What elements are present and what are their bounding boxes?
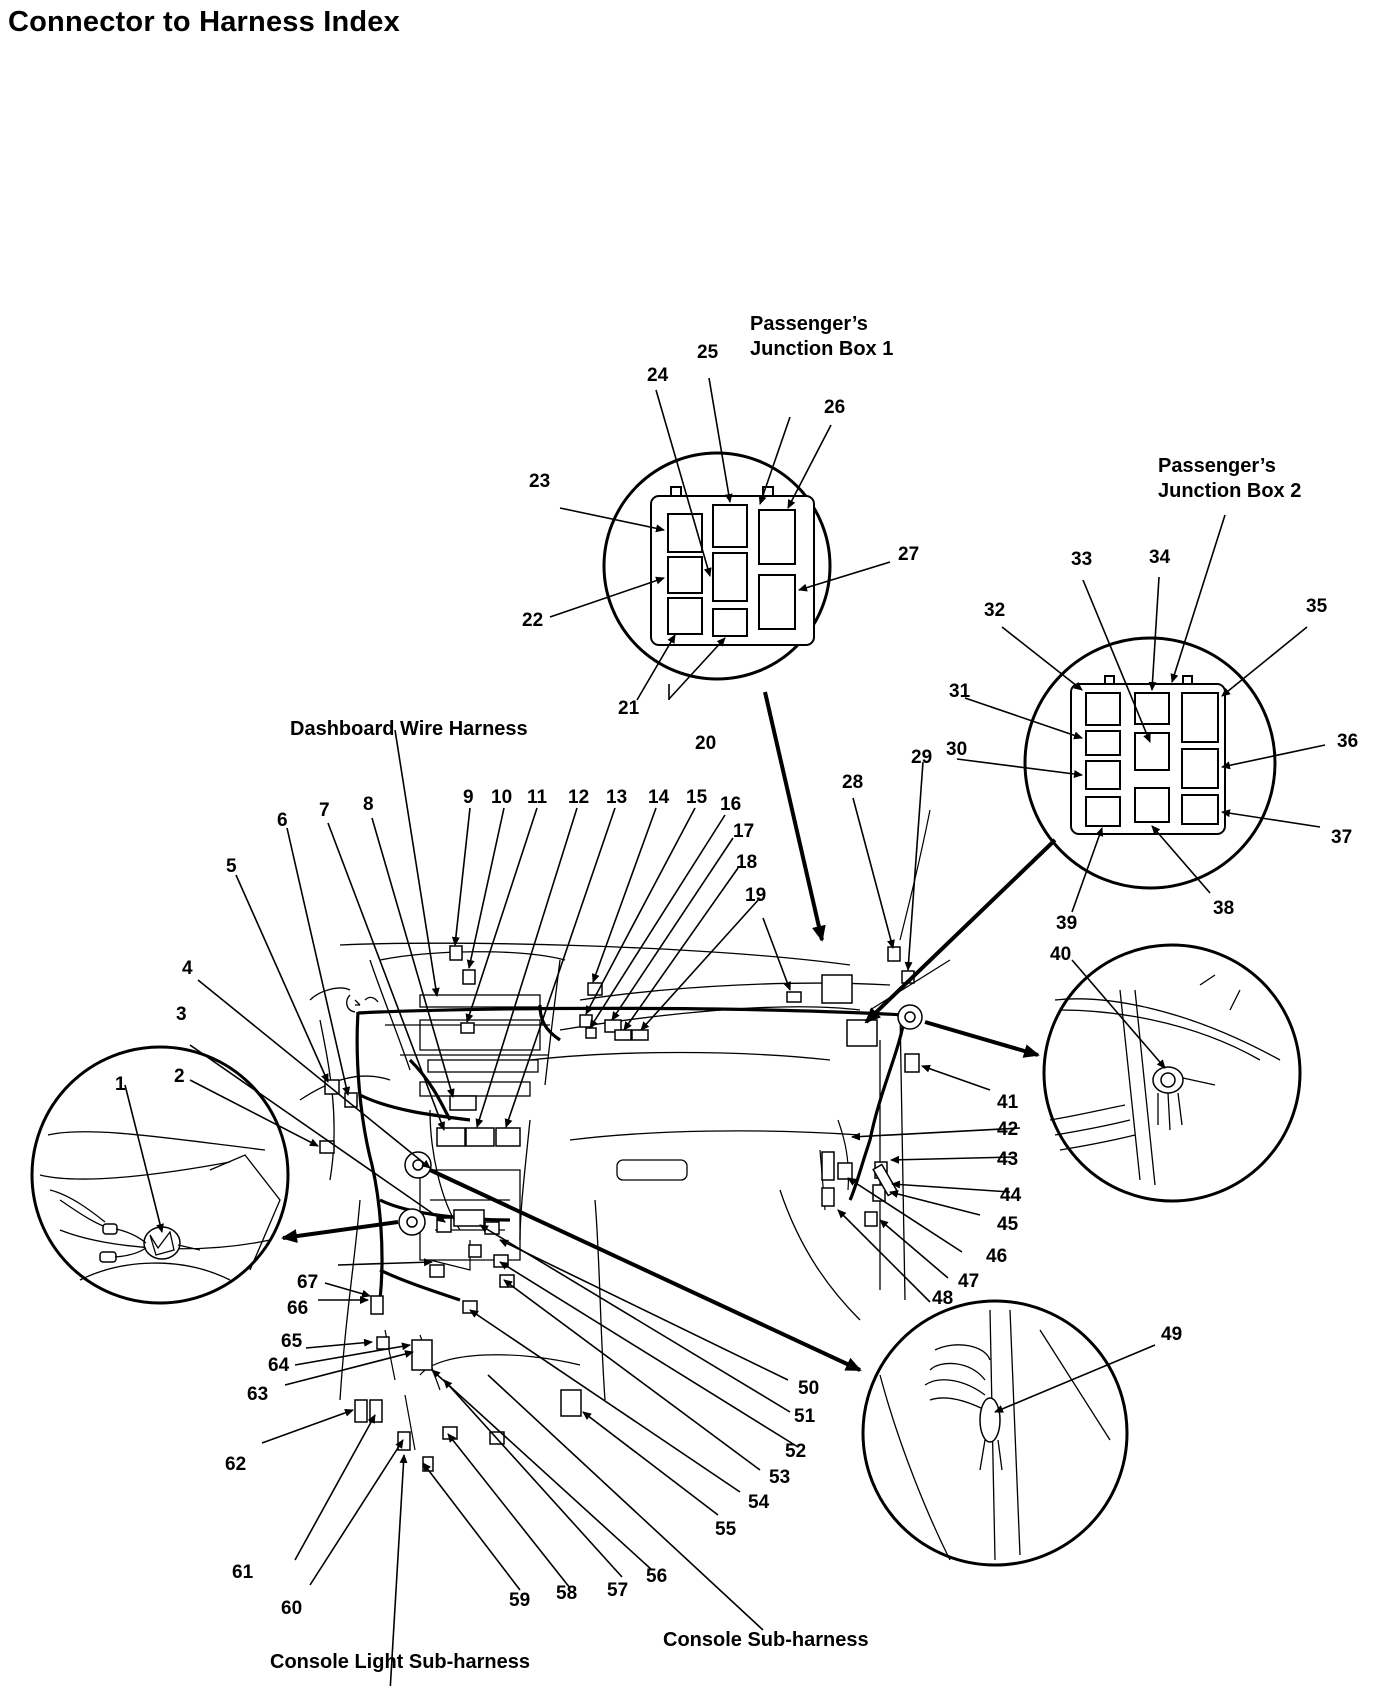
callout-36: 36	[1337, 731, 1358, 752]
pjb1-label-line1: Passenger’s	[750, 313, 868, 335]
dashboard-sketch	[299, 942, 906, 1401]
callout-21: 21	[618, 698, 640, 719]
callout-48: 48	[932, 1288, 953, 1309]
callout-43: 43	[997, 1149, 1018, 1170]
callout-6: 6	[277, 810, 288, 831]
callout-28: 28	[842, 772, 863, 793]
callout-63: 63	[247, 1384, 268, 1405]
dashboard-harness-label: Dashboard Wire Harness	[290, 718, 528, 740]
callout-31: 31	[949, 681, 971, 702]
pjb2-label-line2: Junction Box 2	[1158, 480, 1301, 502]
pjb1-label-line2: Junction Box 1	[750, 338, 893, 360]
callout-58: 58	[556, 1583, 577, 1604]
callout-56: 56	[646, 1566, 667, 1587]
callout-13: 13	[606, 787, 627, 808]
callout-16: 16	[720, 794, 741, 815]
callout-40: 40	[1050, 944, 1071, 965]
callout-8: 8	[363, 794, 374, 815]
callout-38: 38	[1213, 898, 1234, 919]
callout-5: 5	[226, 856, 237, 877]
callout-25: 25	[697, 342, 719, 363]
callout-53: 53	[769, 1467, 790, 1488]
callout-50: 50	[798, 1378, 819, 1399]
callout-24: 24	[647, 365, 669, 386]
callout-10: 10	[491, 787, 512, 808]
leader-lines	[124, 377, 1326, 1686]
callout-27: 27	[898, 544, 919, 565]
callout-1: 1	[115, 1074, 126, 1095]
callout-61: 61	[232, 1562, 254, 1583]
callout-12: 12	[568, 787, 589, 808]
callout-66: 66	[287, 1298, 308, 1319]
callout-23: 23	[529, 471, 550, 492]
callout-9: 9	[463, 787, 474, 808]
page-title: Connector to Harness Index	[8, 6, 400, 38]
callout-33: 33	[1071, 549, 1092, 570]
callout-15: 15	[686, 787, 708, 808]
callout-60: 60	[281, 1598, 302, 1619]
callout-62: 62	[225, 1454, 246, 1475]
callout-26: 26	[824, 397, 845, 418]
callout-46: 46	[986, 1246, 1007, 1267]
callout-11: 11	[527, 787, 548, 808]
callout-57: 57	[607, 1580, 628, 1601]
callout-17: 17	[733, 821, 754, 842]
callout-30: 30	[946, 739, 967, 760]
callout-37: 37	[1331, 827, 1352, 848]
callout-7: 7	[319, 800, 330, 821]
callout-55: 55	[715, 1519, 737, 1540]
callout-42: 42	[997, 1119, 1018, 1140]
callout-59: 59	[509, 1590, 530, 1611]
callout-2: 2	[174, 1066, 185, 1087]
callout-numbers: 1 2 3 4 5 6 7 8 9 10 11 12 13 14 15 16 1…	[115, 342, 1358, 1619]
console-light-subharness-label: Console Light Sub-harness	[270, 1651, 530, 1673]
callout-51: 51	[794, 1406, 816, 1427]
pjb2-label-line1: Passenger’s	[1158, 455, 1276, 477]
callout-65: 65	[281, 1331, 303, 1352]
junction-box-1-detail	[602, 451, 832, 681]
callout-34: 34	[1149, 547, 1171, 568]
ground-detail-bottom	[861, 1299, 1129, 1567]
callout-32: 32	[984, 600, 1005, 621]
callout-67: 67	[297, 1272, 318, 1293]
callout-3: 3	[176, 1004, 187, 1025]
callout-20: 20	[695, 733, 716, 754]
callout-22: 22	[522, 610, 543, 631]
area-labels: Passenger’s Junction Box 1 Passenger’s J…	[270, 313, 1301, 1673]
callout-45: 45	[997, 1214, 1019, 1235]
callout-18: 18	[736, 852, 757, 873]
callout-29: 29	[911, 747, 932, 768]
callout-54: 54	[748, 1492, 770, 1513]
callout-44: 44	[1000, 1185, 1022, 1206]
callout-41: 41	[997, 1092, 1019, 1113]
callout-19: 19	[745, 885, 766, 906]
detail-arrows	[281, 691, 1057, 1372]
callout-4: 4	[182, 958, 193, 979]
callout-39: 39	[1056, 913, 1077, 934]
callout-52: 52	[785, 1441, 806, 1462]
console-subharness-label: Console Sub-harness	[663, 1629, 869, 1651]
callout-64: 64	[268, 1355, 290, 1376]
callout-49: 49	[1161, 1324, 1182, 1345]
connectors	[319, 945, 923, 1472]
callout-14: 14	[648, 787, 670, 808]
ground-detail-right	[1042, 943, 1302, 1203]
junction-box-2-detail	[1023, 636, 1277, 890]
ground-detail-left	[30, 1045, 290, 1305]
callout-35: 35	[1306, 596, 1328, 617]
callout-47: 47	[958, 1271, 979, 1292]
